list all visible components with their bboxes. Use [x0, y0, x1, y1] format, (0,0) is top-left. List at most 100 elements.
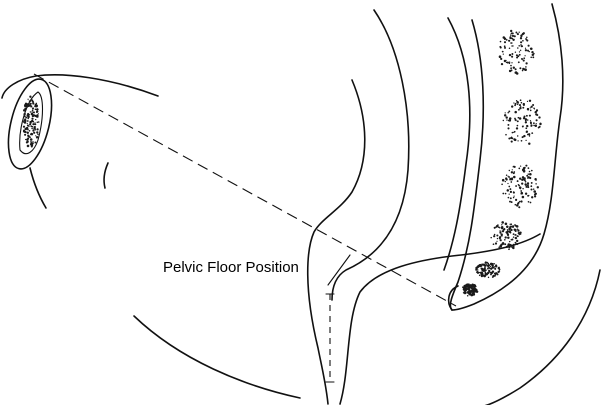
stipple-dot [508, 186, 510, 188]
stipple-dot [472, 287, 474, 289]
stipple-dot [25, 117, 27, 119]
stipple-dot [31, 111, 32, 112]
stipple-dot [512, 226, 514, 228]
stipple-dot [494, 227, 496, 229]
stipple-dot [525, 38, 526, 39]
stipple-dot [531, 196, 533, 198]
stipple-dot [31, 118, 33, 120]
stipple-dot [520, 188, 521, 189]
stipple-dot [530, 202, 532, 204]
stipple-dot [31, 121, 32, 122]
stipple-dot [510, 30, 512, 32]
stipple-dot [536, 119, 538, 121]
stipple-dot [526, 115, 528, 117]
stipple-dot [528, 142, 530, 144]
stipple-dot [467, 286, 469, 288]
stipple-dot [465, 292, 467, 294]
stipple-dot [511, 141, 513, 143]
posterior-skin-contour [484, 270, 600, 405]
stipple-dot [33, 111, 35, 113]
stipple-dot [538, 116, 540, 118]
stipple-dot [27, 99, 28, 100]
stipple-dot [484, 268, 486, 270]
stipple-dot [487, 272, 489, 274]
stipple-dot [507, 112, 508, 113]
stipple-dot [509, 201, 511, 203]
stipple-dot [533, 188, 535, 190]
stipple-dot [508, 110, 510, 112]
stipple-dot [515, 199, 517, 201]
stipple-dot [506, 179, 508, 181]
stipple-dot [504, 39, 505, 40]
stipple-dot [481, 268, 483, 270]
stipple-dot [525, 181, 527, 183]
stipple-dot [536, 123, 537, 124]
stipple-dot [516, 100, 517, 101]
stipple-dot [513, 191, 515, 193]
stipple-dot [509, 170, 510, 171]
stipple-dot [484, 274, 486, 276]
stipple-dot [536, 109, 538, 111]
stipple-dot [527, 109, 528, 110]
stipple-dot [509, 226, 511, 228]
stipple-dot [527, 182, 529, 184]
stipple-dot [37, 121, 39, 123]
stipple-dot [489, 267, 490, 268]
stipple-dot [521, 58, 523, 60]
stipple-dot [513, 166, 514, 167]
stipple-dot [515, 234, 517, 236]
stipple-dot [502, 193, 504, 195]
stipple-dot [515, 237, 517, 239]
stipple-dot [515, 242, 517, 244]
stipple-dot [530, 123, 532, 125]
stipple-dot [529, 171, 531, 173]
stipple-dot [515, 225, 517, 227]
stipple-dot [515, 68, 517, 70]
stipple-dot [505, 223, 508, 226]
stipple-dot [38, 113, 39, 114]
stipple-dot [522, 70, 524, 72]
stipple-dot [492, 265, 493, 266]
stipple-dot [524, 68, 527, 71]
stipple-dot [514, 229, 516, 231]
stipple-dot [496, 272, 498, 274]
stipple-dot [533, 122, 535, 124]
stipple-dot [510, 65, 512, 67]
stipple-dot [519, 201, 521, 203]
stipple-dot [513, 176, 516, 179]
stipple-dot [530, 185, 532, 187]
stipple-dot [477, 265, 480, 268]
stipple-dot [517, 120, 519, 122]
stipple-dot [490, 263, 493, 266]
stipple-dot [506, 116, 508, 118]
stipple-dot [509, 63, 510, 64]
stipple-dot [475, 269, 477, 271]
stipple-dot [525, 193, 527, 195]
stipple-dot [484, 266, 485, 267]
stipple-dot [539, 123, 541, 125]
stipple-dot [506, 225, 509, 228]
stipple-dot [509, 36, 511, 38]
stipple-dot [523, 135, 525, 137]
stipple-dot [531, 132, 533, 134]
stipple-dot [467, 295, 469, 297]
stipple-dot [493, 243, 495, 245]
stipple-dot [37, 128, 39, 130]
stipple-dot [508, 40, 510, 42]
stipple-dot [507, 237, 509, 239]
stipple-dot [505, 193, 507, 195]
stipple-dot [533, 190, 536, 193]
stipple-dot [518, 206, 520, 208]
stipple-dot [517, 104, 518, 105]
stipple-dot [31, 99, 33, 101]
stipple-dot [526, 131, 528, 133]
stipple-dot [518, 184, 519, 185]
stipple-dot [518, 109, 520, 111]
stipple-dot [518, 117, 520, 119]
stipple-dot [507, 127, 509, 129]
stipple-dot [504, 114, 506, 116]
stipple-dot [514, 104, 516, 106]
stipple-dot [504, 60, 506, 62]
stipple-dot [529, 100, 531, 102]
sacral-outer-contour [444, 18, 470, 270]
